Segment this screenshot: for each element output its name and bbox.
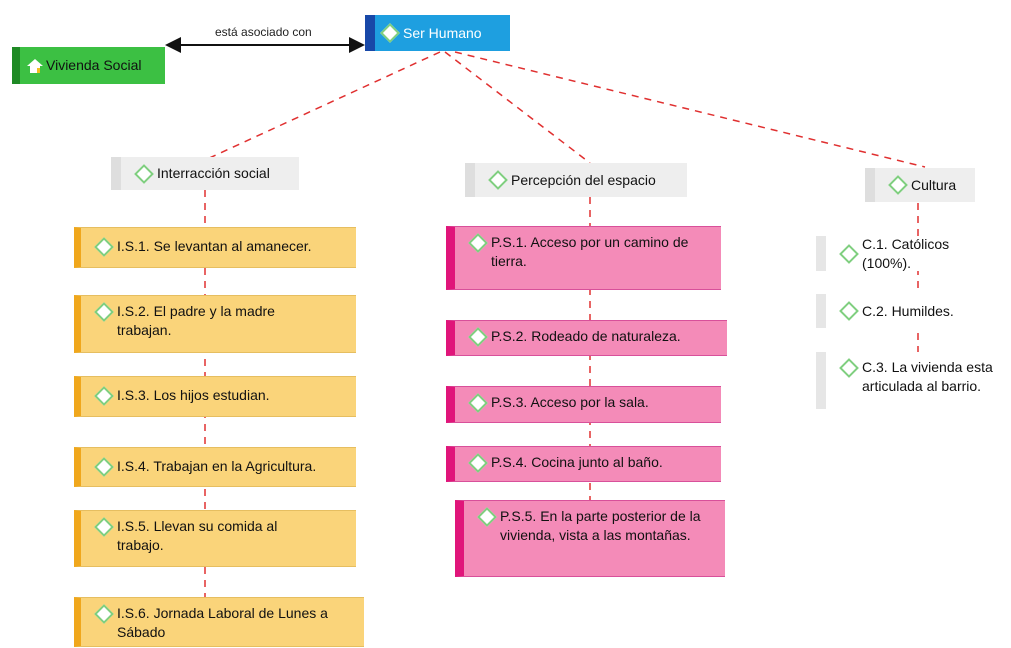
item-percepcion-5[interactable]: P.S.5. En la parte posterior de la vivie… bbox=[455, 500, 725, 577]
category-label: Cultura bbox=[911, 176, 957, 193]
item-label: I.S.2. El padre y la madre trabajan. bbox=[117, 303, 275, 338]
item-label: P.S.2. Rodeado de naturaleza. bbox=[491, 328, 681, 344]
item-interaccion-3[interactable]: I.S.3. Los hijos estudian. bbox=[74, 376, 356, 417]
concept-diamond-icon bbox=[94, 604, 114, 624]
concept-diamond-icon bbox=[94, 457, 114, 477]
item-cultura-2[interactable]: C.2. Humildes. bbox=[816, 294, 992, 328]
item-label: P.S.1. Acceso por un camino de tierra. bbox=[491, 234, 689, 269]
node-label: Vivienda Social bbox=[46, 57, 142, 73]
relation-label: está asociado con bbox=[215, 25, 312, 39]
item-cultura-3[interactable]: C.3. La vivienda esta articulada al barr… bbox=[816, 352, 1006, 409]
concept-diamond-icon bbox=[468, 453, 488, 473]
item-label: I.S.1. Se levantan al amanecer. bbox=[117, 238, 312, 254]
category-label: Percepción del espacio bbox=[511, 171, 656, 188]
concept-diamond-icon bbox=[488, 170, 508, 190]
item-label: I.S.5. Llevan su comida al trabajo. bbox=[117, 518, 278, 553]
node-vivienda-social[interactable]: Vivienda Social bbox=[12, 47, 165, 84]
link-human-interaccion bbox=[204, 51, 441, 161]
category-percepcion-espacio[interactable]: Percepción del espacio bbox=[465, 163, 687, 197]
category-cultura[interactable]: Cultura bbox=[865, 168, 975, 202]
item-label: C.1. Católicos (100%). bbox=[862, 235, 950, 271]
item-interaccion-6[interactable]: I.S.6. Jornada Laboral de Lunes a Sábado bbox=[74, 597, 364, 647]
concept-diamond-icon bbox=[839, 243, 859, 264]
item-label: I.S.4. Trabajan en la Agricultura. bbox=[117, 458, 317, 474]
concept-diamond-icon bbox=[94, 517, 114, 537]
item-percepcion-2[interactable]: P.S.2. Rodeado de naturaleza. bbox=[446, 320, 727, 356]
concept-diamond-icon bbox=[477, 507, 497, 527]
concept-diamond-icon bbox=[888, 175, 908, 195]
house-icon bbox=[26, 58, 44, 74]
category-label: Interracción social bbox=[157, 165, 270, 181]
concept-diamond-icon bbox=[839, 301, 859, 321]
concept-diamond-icon bbox=[94, 302, 114, 322]
item-percepcion-1[interactable]: P.S.1. Acceso por un camino de tierra. bbox=[446, 226, 721, 290]
item-label: C.3. La vivienda esta articulada al barr… bbox=[862, 359, 993, 394]
link-human-cultura bbox=[454, 51, 926, 168]
link-human-percepcion bbox=[444, 51, 591, 164]
item-label: I.S.3. Los hijos estudian. bbox=[117, 387, 270, 403]
concept-diamond-icon bbox=[94, 386, 114, 406]
item-label: P.S.3. Acceso por la sala. bbox=[491, 394, 649, 410]
item-label: I.S.6. Jornada Laboral de Lunes a Sábado bbox=[117, 605, 328, 640]
concept-diamond-icon bbox=[134, 163, 154, 184]
item-interaccion-4[interactable]: I.S.4. Trabajan en la Agricultura. bbox=[74, 447, 356, 487]
node-label: Ser Humano bbox=[403, 24, 482, 41]
item-label: P.S.5. En la parte posterior de la vivie… bbox=[500, 508, 701, 543]
concept-diamond-icon bbox=[468, 393, 488, 413]
item-label: C.2. Humildes. bbox=[862, 302, 954, 319]
node-ser-humano[interactable]: Ser Humano bbox=[365, 15, 510, 51]
item-label: P.S.4. Cocina junto al baño. bbox=[491, 454, 663, 470]
item-percepcion-3[interactable]: P.S.3. Acceso por la sala. bbox=[446, 386, 721, 423]
item-percepcion-4[interactable]: P.S.4. Cocina junto al baño. bbox=[446, 446, 721, 482]
concept-diamond-icon bbox=[839, 358, 859, 378]
item-interaccion-5[interactable]: I.S.5. Llevan su comida al trabajo. bbox=[74, 510, 356, 567]
item-cultura-1[interactable]: C.1. Católicos (100%). bbox=[816, 236, 1006, 271]
concept-diamond-icon bbox=[380, 23, 400, 43]
concept-diamond-icon bbox=[468, 327, 488, 347]
item-interaccion-2[interactable]: I.S.2. El padre y la madre trabajan. bbox=[74, 295, 356, 353]
category-interaccion-social[interactable]: Interracción social bbox=[111, 157, 299, 190]
concept-diamond-icon bbox=[94, 237, 114, 257]
concept-diamond-icon bbox=[468, 233, 488, 253]
item-interaccion-1[interactable]: I.S.1. Se levantan al amanecer. bbox=[74, 227, 356, 268]
